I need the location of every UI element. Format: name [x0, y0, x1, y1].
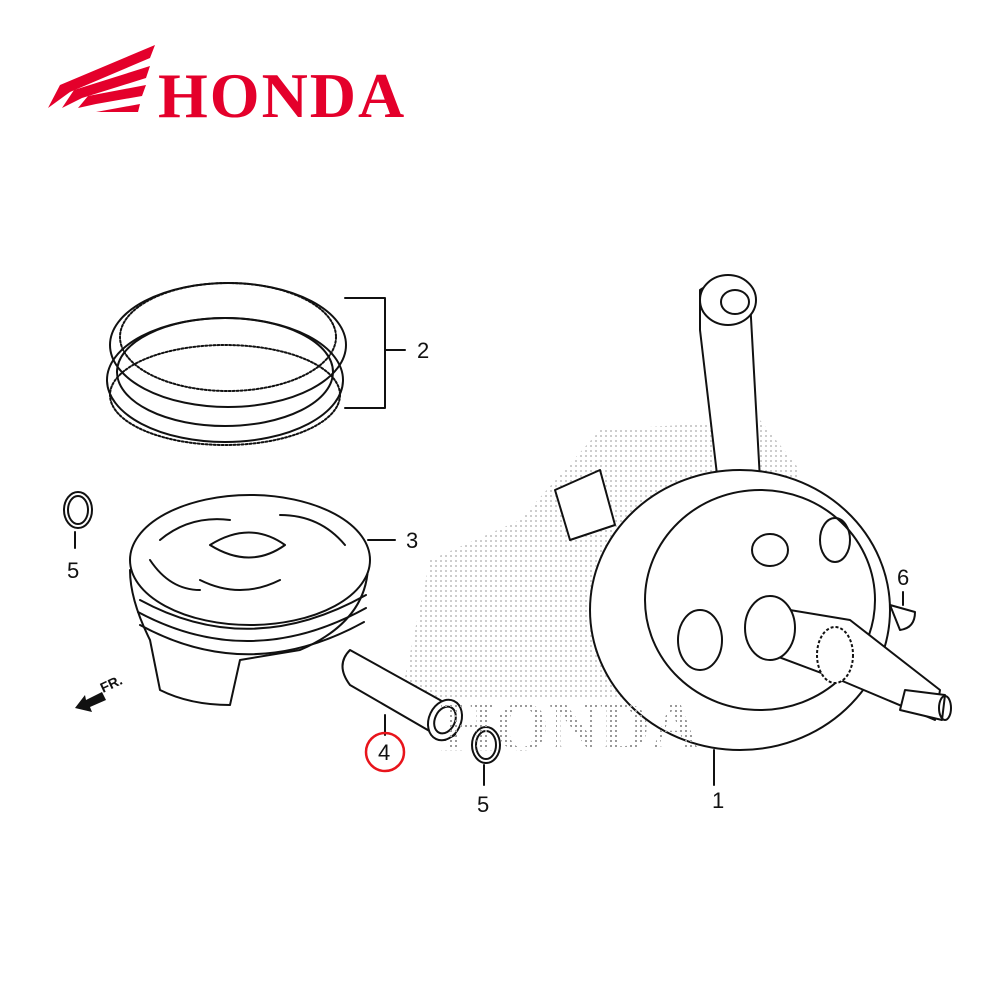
clip-left — [63, 491, 93, 549]
callout-5-right: 5 — [477, 792, 489, 817]
callout-6: 6 — [897, 565, 909, 590]
piston-rings — [106, 282, 406, 446]
piston — [129, 494, 396, 706]
callout-2: 2 — [417, 338, 429, 363]
callout-5-left: 5 — [67, 558, 79, 583]
crankshaft — [554, 274, 952, 786]
watermark-text: HONDA — [440, 689, 701, 766]
callout-1: 1 — [712, 788, 724, 813]
callout-4: 4 — [378, 740, 390, 765]
piston-pin — [341, 649, 464, 773]
clip-right — [471, 726, 501, 786]
highlight-circle — [364, 731, 406, 773]
callout-3: 3 — [406, 528, 418, 553]
logo-text: HONDA — [158, 60, 406, 131]
arrow-icon — [75, 692, 106, 712]
front-direction-indicator: FR. — [75, 672, 125, 712]
honda-logo: HONDA — [48, 45, 406, 131]
front-label: FR. — [98, 672, 125, 696]
woodruff-key — [889, 591, 916, 631]
wing-icon — [48, 45, 155, 112]
